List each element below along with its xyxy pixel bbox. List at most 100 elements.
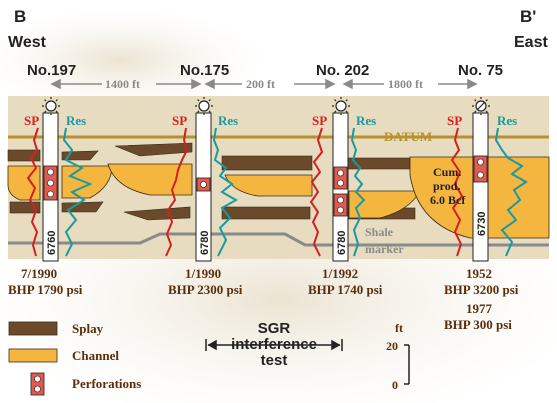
pressure-date: 1952 [466,266,492,281]
background-haze [0,10,260,110]
scale-top-label: 20 [386,339,398,353]
well-name: No. 75 [458,62,503,79]
gas-well-icon [332,97,350,115]
arrow-head-icon [467,78,478,90]
sp-log-label: SP [172,113,187,128]
arrow-head-icon [207,339,217,351]
perforation-hole [337,179,344,187]
well-name: No.197 [27,62,76,79]
sgr-arrow [205,339,343,351]
channel-body [224,174,313,197]
well-name: No.175 [180,62,229,79]
sgr-label: interference [231,336,317,353]
pressure-value: BHP 2300 psi [168,282,243,297]
res-log-label: Res [356,113,376,128]
arrow-head-icon [342,78,353,90]
perforation-hole [200,181,207,188]
legend-label: Channel [72,348,119,363]
channel-body [7,165,41,201]
perforation-hole [47,190,54,198]
pressure-date: 1977 [466,301,493,316]
shale-marker-label: Shale [365,225,394,239]
perforation-markers [43,155,488,217]
well-depth-label: 6780 [336,231,348,255]
sp-logs [26,127,464,257]
arrow-head-icon [50,78,61,90]
well-name: No. 202 [316,62,369,79]
well-depth-label: 6780 [199,231,211,255]
arrow-head-icon [331,339,341,351]
well-depth-label: 6760 [46,231,58,255]
splay-layer [114,142,193,157]
corner-letter-right: B' [520,7,536,26]
pressure-value: BHP 300 psi [444,317,512,332]
shale-marker-label: marker [365,242,404,256]
sp-log-curve [165,127,189,257]
splay-layer [221,206,311,220]
sgr-label: test [261,352,288,369]
pressure-value: BHP 3200 psi [444,282,519,297]
splay-layer [9,201,41,214]
res-log-label: Res [218,113,238,128]
well-symbols [42,97,490,115]
splay-layer [7,149,41,162]
splay-layer [346,157,420,170]
legend-swatch-splay [8,321,58,336]
arrow-head-icon [204,78,215,90]
perforation-hole [337,196,344,204]
res-log-curve [494,127,528,257]
pressure-date: 1/1990 [185,266,221,281]
scale-unit-label: ft [395,321,403,335]
perforation-hole [47,179,54,187]
sp-log-curve [450,127,464,257]
perforation-hole [337,206,344,214]
legend-swatch-perforations [30,372,45,396]
legend-label: Splay [72,321,104,336]
perforation-hole [477,158,484,166]
spacing-arrows [50,78,478,90]
sp-log-curve [26,127,39,257]
pressure-date: 7/1990 [21,266,57,281]
scale-bar [404,344,410,385]
well-depth-label: 6730 [476,212,488,236]
legend-swatch-channel [8,348,58,363]
splay-layer [61,201,104,213]
res-log-curve [350,127,366,257]
well-spacing-label: 1800 ft [388,77,423,91]
arrow-head-icon [325,78,336,90]
pressure-date: 1/1992 [322,266,358,281]
sp-log-label: SP [312,113,327,128]
well-bore [472,112,489,262]
sp-log-curve [309,127,324,257]
cum-prod-label: prod. [433,179,460,193]
legend-label: Perforations [72,376,141,391]
splay-layer [221,155,313,171]
res-log-label: Res [497,113,517,128]
well-spacing-label: 1400 ft [105,77,140,91]
res-log-curve [212,127,239,257]
well-spacing-label: 200 ft [246,77,275,91]
sgr-label: SGR [258,320,291,337]
sp-log-label: SP [447,113,462,128]
cum-prod-label: Cum. [433,165,461,179]
datum-label: DATUM [384,129,432,144]
scale-bottom-label: 0 [392,378,398,392]
gas-well-icon [42,97,60,115]
sp-log-label: SP [24,113,39,128]
channel-body [107,163,193,196]
perforation-hole [47,168,54,176]
res-log-label: Res [66,113,86,128]
gas-well-icon [195,97,213,115]
pressure-value: BHP 1740 psi [308,282,383,297]
arrow-head-icon [191,78,202,90]
corner-direction-left: West [8,34,47,51]
pressure-value: BHP 1790 psi [8,282,83,297]
corner-letter-left: B [14,7,26,26]
perforation-hole [337,169,344,177]
abandoned-gas-well-icon [472,97,490,115]
cum-prod-label: 6.0 Bcf [430,193,466,207]
perforation-hole [477,171,484,179]
res-logs [62,127,528,257]
corner-direction-right: East [514,34,548,51]
